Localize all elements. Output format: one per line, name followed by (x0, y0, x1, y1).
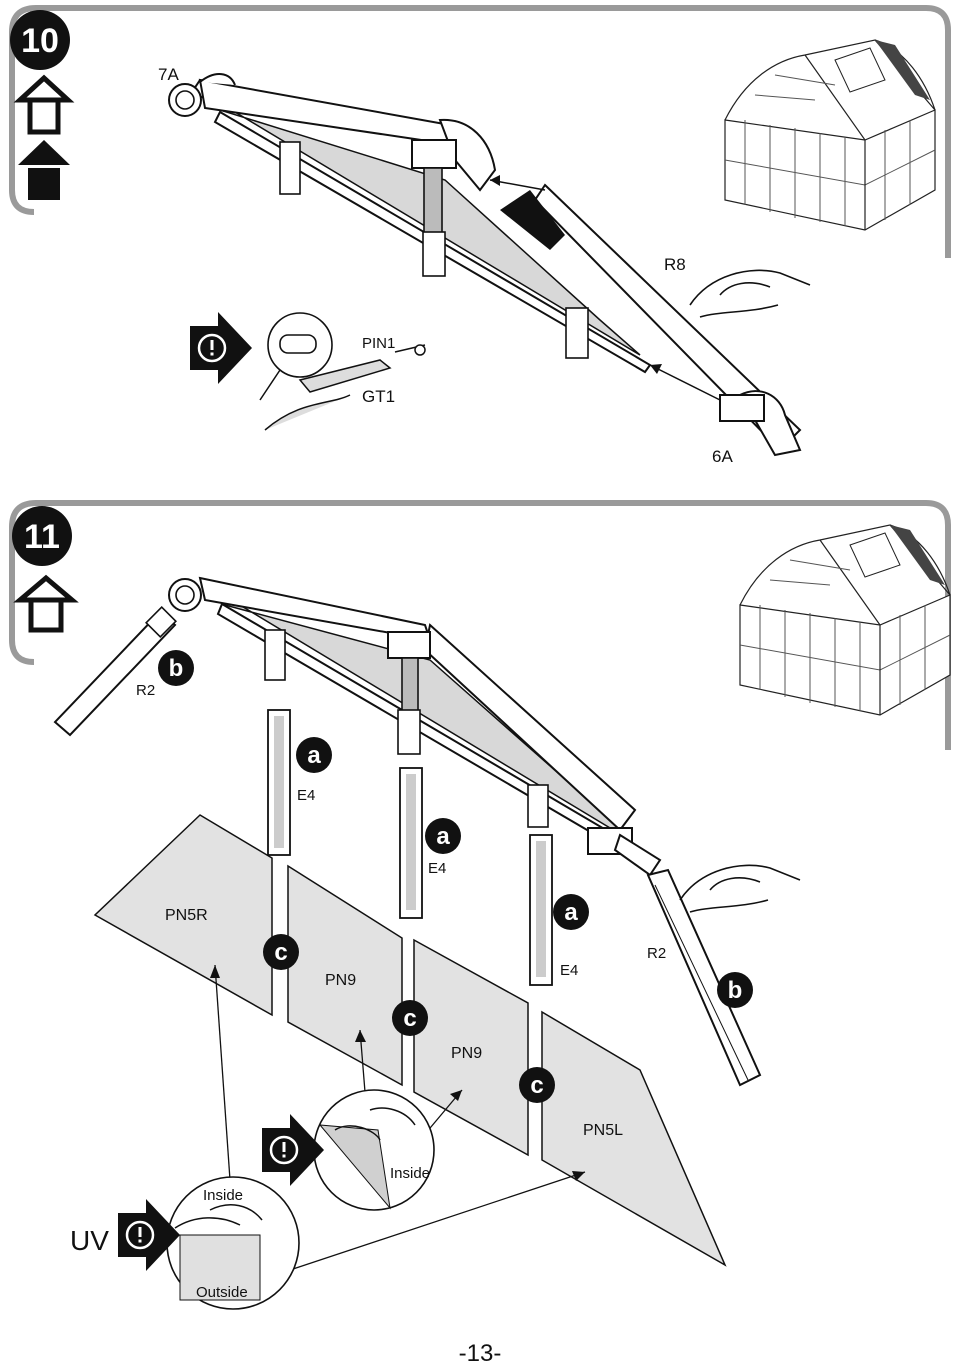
step-frame (9, 500, 951, 750)
svg-text:a: a (564, 899, 578, 926)
panel-pn9 (287, 864, 403, 1087)
e4-profile (267, 709, 291, 856)
badge-b: b (158, 650, 194, 686)
svg-text:c: c (274, 939, 287, 966)
svg-text:b: b (728, 977, 743, 1004)
house-outline-icon (13, 574, 79, 633)
step-number-badge (12, 506, 72, 566)
step-frame (9, 5, 951, 258)
svg-text:a: a (307, 742, 321, 769)
hand-sketch (689, 269, 811, 318)
badge-c: c (263, 934, 299, 970)
mini-greenhouse-illustration (739, 524, 951, 716)
panel-pn9 (413, 938, 529, 1157)
house-outline-icon (13, 74, 75, 135)
step-number: 10 (21, 22, 59, 60)
label-pn9: PN9 (325, 972, 356, 989)
badge-c: c (392, 1000, 428, 1036)
step-11-panel: 11 (9, 500, 951, 1310)
outside-detail-callout (166, 1176, 300, 1310)
r2-right-profile (646, 868, 762, 1087)
exclamation-icon (188, 310, 254, 386)
e4-profile (399, 767, 423, 919)
hand-sketch (679, 864, 801, 913)
badge-b: b (717, 972, 753, 1008)
badge-a: a (553, 894, 589, 930)
badge-a: a (425, 818, 461, 854)
label-e4: E4 (560, 962, 578, 979)
label-r2-right: R2 (647, 945, 666, 962)
label-e4: E4 (428, 860, 446, 877)
svg-text:c: c (403, 1005, 416, 1032)
label-e4: E4 (297, 787, 315, 804)
svg-text:b: b (169, 655, 184, 682)
roof-frame-assembly (168, 73, 802, 457)
label-outside: Outside (196, 1284, 248, 1301)
house-filled-icon (18, 140, 70, 200)
roof-frame-assembly (168, 576, 662, 877)
label-pn9: PN9 (451, 1045, 482, 1062)
label-inside: Inside (390, 1165, 430, 1182)
pin-detail-callout (259, 312, 426, 431)
label-7a: 7A (158, 65, 179, 84)
page-number: -13- (458, 1340, 502, 1367)
step-number-badge (10, 10, 70, 70)
label-pn5r: PN5R (165, 907, 208, 924)
label-r8: R8 (664, 255, 686, 274)
panel-pn5l (541, 1010, 727, 1267)
callout-lines (210, 964, 586, 1271)
label-inside: Inside (203, 1187, 243, 1204)
badge-c: c (519, 1067, 555, 1103)
badge-a: a (296, 737, 332, 773)
inside-detail-callout (313, 1089, 435, 1211)
e4-profile (529, 834, 553, 986)
label-r2-left: R2 (136, 682, 155, 699)
step-10-panel: 10 (9, 5, 951, 466)
svg-text:c: c (530, 1072, 543, 1099)
mini-greenhouse-illustration (724, 39, 936, 231)
label-pn5l: PN5L (583, 1122, 623, 1139)
label-uv: UV (70, 1225, 109, 1256)
step-number: 11 (24, 518, 60, 556)
label-6a: 6A (712, 447, 733, 466)
direction-arrow (500, 190, 565, 250)
r2-left-profile (53, 606, 177, 737)
exclamation-icon (260, 1112, 326, 1188)
label-gt1: GT1 (362, 387, 395, 406)
svg-text:a: a (436, 823, 450, 850)
label-pin1: PIN1 (362, 335, 395, 352)
panel-pn5r (93, 814, 273, 1017)
